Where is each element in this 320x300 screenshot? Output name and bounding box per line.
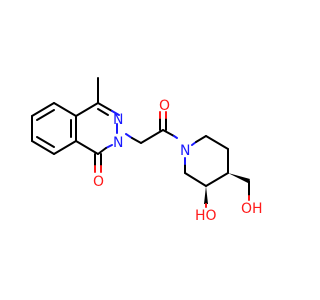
oh-hydroxymethyl-label: OH — [241, 201, 263, 217]
amide-n-bond — [162, 129, 175, 137]
amide-carbonyl-bond — [159, 111, 167, 131]
ch2-carbonyl-bond — [140, 129, 164, 144]
o-amide-carbonyl-label: O — [159, 98, 170, 114]
benzene-ring — [31, 102, 77, 155]
hydroxymethyl-wedge — [228, 173, 250, 201]
molecule-structure-diagram: N N O O N HO OH — [31, 77, 263, 224]
hydroxyl-wedge — [204, 186, 208, 208]
pyridazinone-ring — [75, 102, 120, 155]
n-ring-2-label: N — [113, 135, 123, 151]
piperidine-ring — [184, 135, 229, 187]
ring-carbonyl-bond — [94, 153, 102, 173]
n-piperidine-label: N — [180, 143, 190, 159]
n-ring-1-label: N — [113, 112, 123, 128]
oh-ring-label: HO — [195, 208, 217, 224]
o-ring-carbonyl-label: O — [93, 174, 104, 190]
ch2-bond — [131, 137, 142, 144]
n-ch2-bond — [125, 133, 133, 139]
